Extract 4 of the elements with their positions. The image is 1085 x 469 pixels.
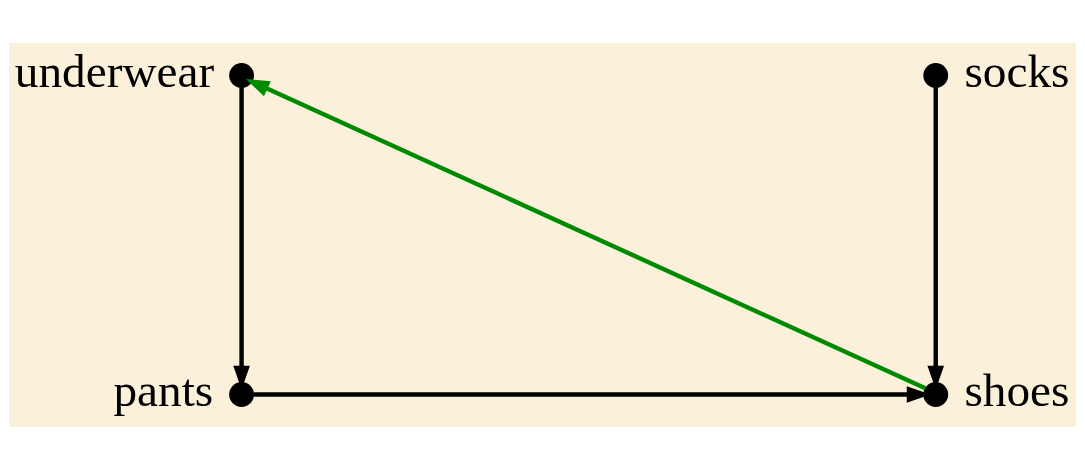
node-label: shoes — [964, 363, 1070, 416]
node-label: underwear — [14, 44, 215, 97]
node-label: socks — [964, 44, 1070, 97]
node-label: pants — [113, 363, 214, 416]
